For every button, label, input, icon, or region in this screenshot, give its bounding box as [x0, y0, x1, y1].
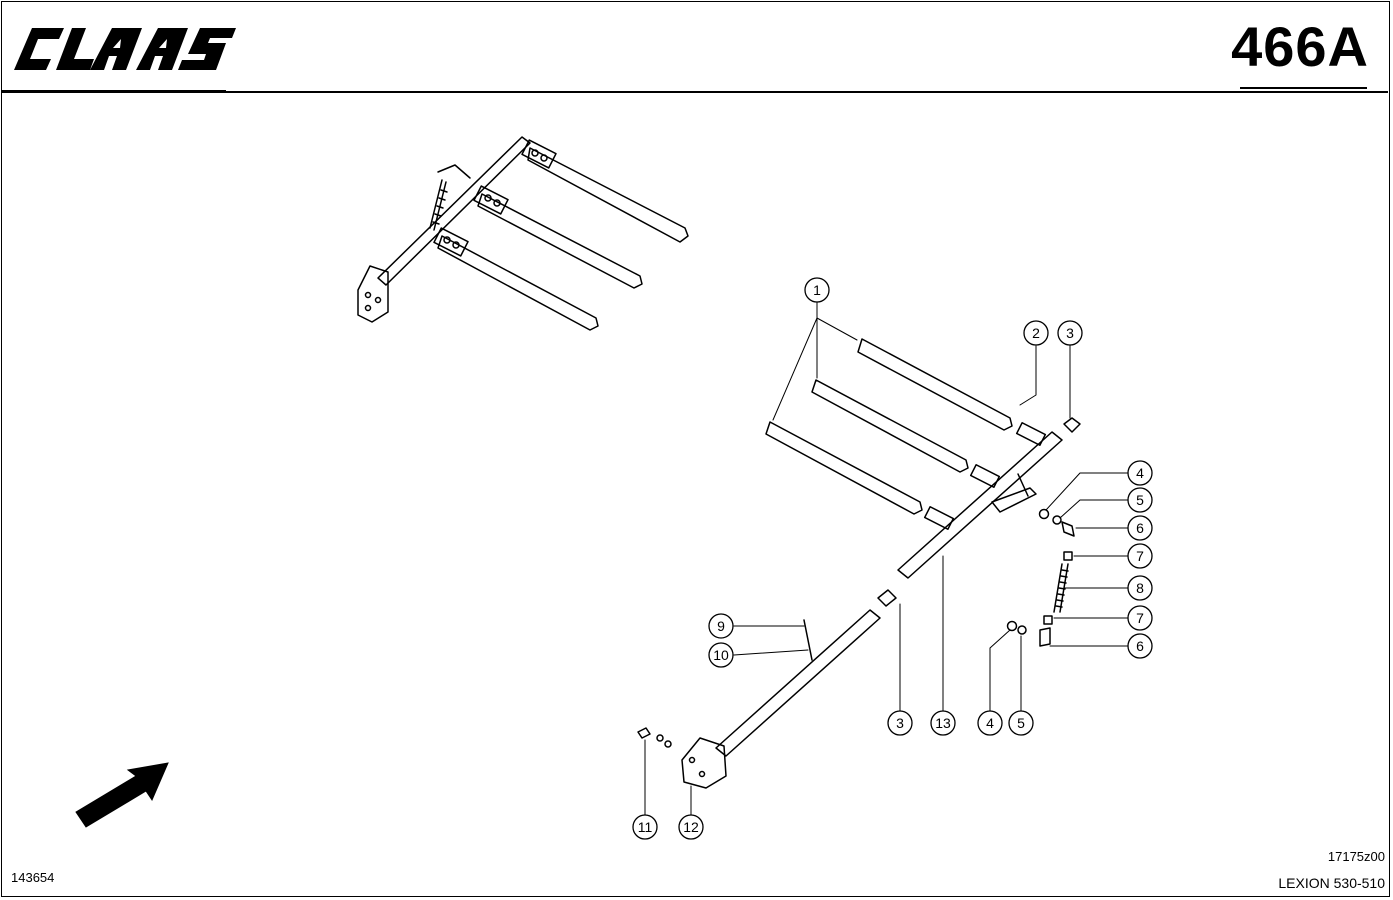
- model-label: LEXION 530-510: [1278, 875, 1385, 891]
- drawing-code: 17175z00: [1327, 849, 1385, 864]
- svg-text:7: 7: [1136, 548, 1144, 564]
- svg-text:13: 13: [935, 715, 951, 731]
- page-number: 466A: [1231, 15, 1369, 78]
- callout-2: 2: [1023, 320, 1049, 346]
- callout-12: 12: [678, 814, 704, 840]
- document-number: 143654: [11, 870, 55, 885]
- svg-text:5: 5: [1136, 492, 1144, 508]
- callout-3: 3: [1057, 320, 1083, 346]
- assembled-frame-view: [357, 136, 689, 331]
- callout-1: 1: [804, 277, 830, 303]
- leader-lines: [644, 301, 1129, 816]
- callout-3-lower: 3: [887, 710, 913, 736]
- direction-arrow-icon: [75, 762, 169, 828]
- callout-8: 8: [1127, 575, 1153, 601]
- callout-4-lower: 4: [977, 710, 1003, 736]
- callout-5: 5: [1127, 487, 1153, 513]
- svg-text:2: 2: [1032, 325, 1040, 341]
- svg-text:3: 3: [1066, 325, 1074, 341]
- svg-text:6: 6: [1136, 520, 1144, 536]
- svg-text:4: 4: [1136, 465, 1144, 481]
- page-number-underline: [1240, 87, 1367, 89]
- header-rule: [2, 91, 1388, 93]
- callouts: 1 2 3 4 5 6 7 8 7 6 9 10 3 13 4 5 11 12: [632, 277, 1153, 840]
- callout-9: 9: [708, 613, 734, 639]
- svg-text:9: 9: [717, 618, 725, 634]
- callout-7: 7: [1127, 543, 1153, 569]
- callout-4: 4: [1127, 460, 1153, 486]
- svg-text:7: 7: [1136, 610, 1144, 626]
- svg-text:4: 4: [986, 715, 994, 731]
- svg-text:8: 8: [1136, 580, 1144, 596]
- svg-text:6: 6: [1136, 638, 1144, 654]
- callout-6-lower: 6: [1127, 633, 1153, 659]
- svg-text:5: 5: [1017, 715, 1025, 731]
- svg-text:1: 1: [813, 282, 821, 298]
- callout-11: 11: [632, 814, 658, 840]
- svg-text:3: 3: [896, 715, 904, 731]
- callout-7-lower: 7: [1127, 605, 1153, 631]
- callout-5-lower: 5: [1008, 710, 1034, 736]
- svg-text:11: 11: [638, 819, 653, 835]
- callout-10: 10: [708, 642, 734, 668]
- svg-text:12: 12: [683, 819, 699, 835]
- claas-logo: [14, 28, 236, 70]
- svg-text:10: 10: [713, 647, 729, 663]
- callout-13: 13: [930, 710, 956, 736]
- callout-6: 6: [1127, 515, 1153, 541]
